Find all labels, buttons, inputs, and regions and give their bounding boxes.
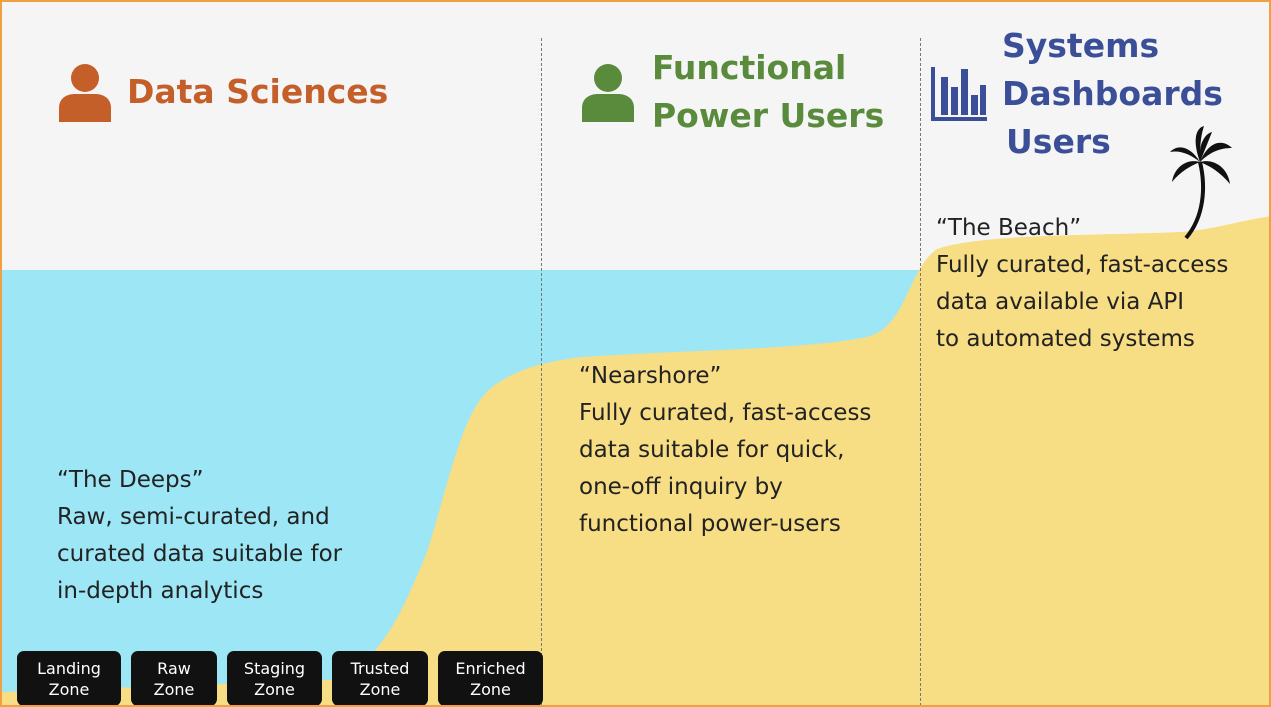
persona-functional-power-users: Functional Power Users <box>580 44 884 140</box>
zone-description-line: to automated systems <box>936 326 1195 352</box>
zone-button-label: Zone <box>48 679 90 699</box>
bar-chart-icon <box>930 65 988 123</box>
zone-description-line: functional power-users <box>579 511 841 537</box>
persona-systems-dashboards-users: Systems Dashboards Users <box>930 22 1223 166</box>
persona-title-line: Dashboards <box>1002 74 1223 113</box>
zone-name: “The Beach” <box>936 215 1082 241</box>
zone-divider-left <box>541 38 542 705</box>
zone-description-deeps: “The Deeps” Raw, semi-curated, and curat… <box>57 462 342 610</box>
zone-button-label: Raw <box>157 658 191 678</box>
zone-description-line: in-depth analytics <box>57 578 264 604</box>
palm-tree-icon <box>1170 126 1232 240</box>
persona-title-line: Functional <box>652 48 847 87</box>
persona-title-line: Systems <box>1002 26 1160 65</box>
zone-description-line: Raw, semi-curated, and <box>57 504 330 530</box>
zone-description-nearshore: “Nearshore” Fully curated, fast-access d… <box>579 358 871 543</box>
zone-name: “The Deeps” <box>57 467 204 493</box>
zone-button-row: Landing Zone Raw Zone Staging Zone Trust… <box>17 651 543 705</box>
zone-button-label: Enriched <box>455 658 526 678</box>
zone-button-label: Landing <box>37 658 101 678</box>
zone-button-label: Zone <box>153 679 195 699</box>
trusted-zone-button[interactable]: Trusted Zone <box>332 651 428 705</box>
zone-description-line: data available via API <box>936 289 1185 315</box>
zone-description-line: curated data suitable for <box>57 541 343 567</box>
zone-description-line: data suitable for quick, <box>579 437 845 463</box>
persona-title: Data Sciences <box>127 72 389 111</box>
zone-button-label: Staging <box>243 658 306 678</box>
persona-title: Functional Power Users <box>652 44 884 140</box>
zone-button-label: Zone <box>470 679 511 699</box>
persona-data-sciences: Data Sciences <box>57 62 388 122</box>
zone-button-label: Zone <box>254 679 295 699</box>
enriched-zone-button[interactable]: Enriched Zone <box>438 651 543 705</box>
staging-zone-button[interactable]: Staging Zone <box>227 651 322 705</box>
zone-description-line: Fully curated, fast-access <box>936 252 1229 278</box>
landing-zone-button[interactable]: Landing Zone <box>17 651 121 705</box>
persona-title: Systems Dashboards Users <box>1002 22 1223 166</box>
zone-button-label: Zone <box>359 679 401 699</box>
person-icon <box>580 62 636 122</box>
zone-button-label: Trusted <box>350 658 410 678</box>
raw-zone-button[interactable]: Raw Zone <box>131 651 217 705</box>
zone-divider-right <box>920 38 921 705</box>
persona-title-line: Users <box>1006 122 1111 161</box>
person-icon <box>57 62 113 122</box>
sand-area <box>2 216 1269 705</box>
zone-name: “Nearshore” <box>579 363 722 389</box>
persona-title-line: Power Users <box>652 96 885 135</box>
zone-description-line: Fully curated, fast-access <box>579 400 872 426</box>
zone-description-line: one-off inquiry by <box>579 474 783 500</box>
zone-description-beach: “The Beach” Fully curated, fast-access d… <box>936 210 1228 358</box>
